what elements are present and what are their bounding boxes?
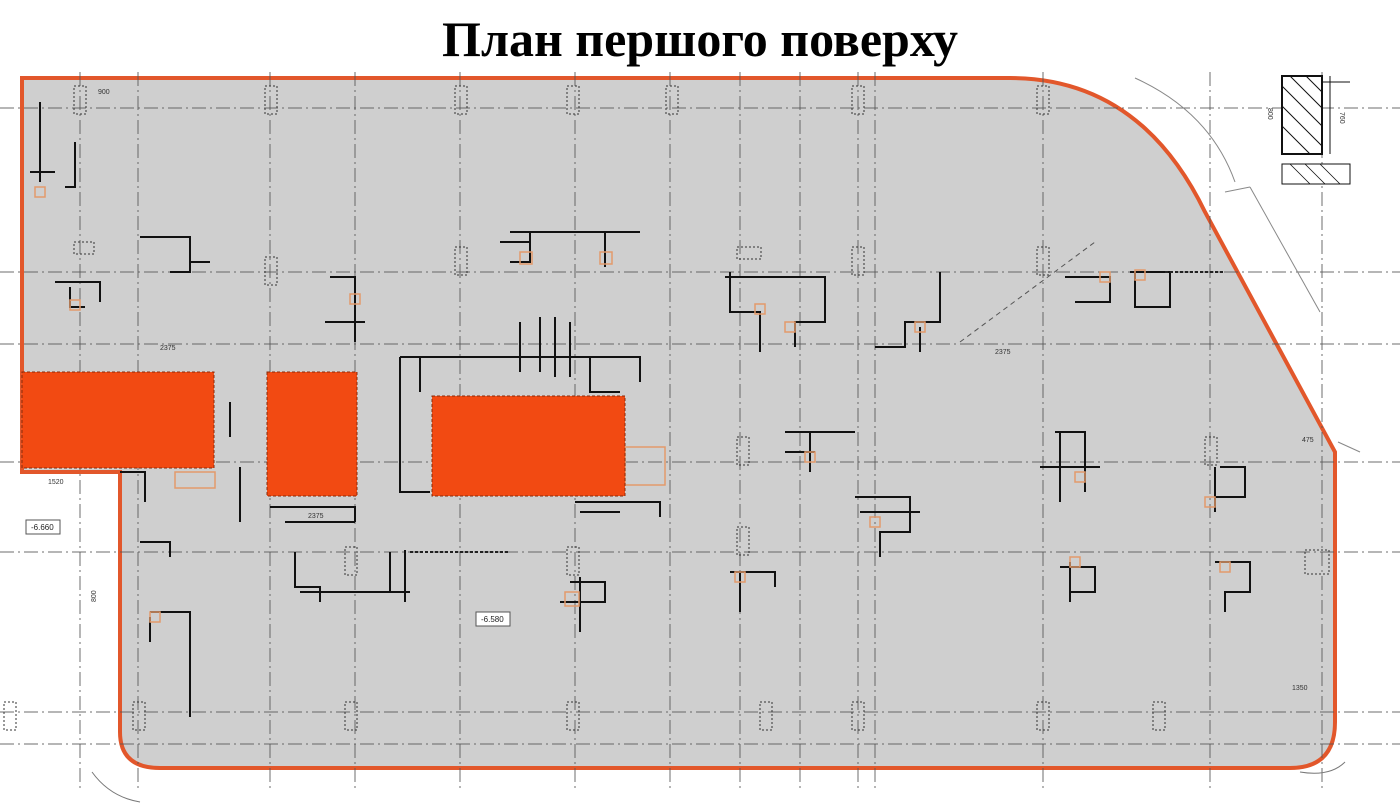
dim-corner-right: 760 (1338, 112, 1345, 124)
wall-section-detail (1281, 75, 1351, 185)
floor-plan-drawing: 900 2375 1520 2375 2375 475 1350 800 800… (0, 72, 1400, 803)
dim-top-left: 900 (98, 89, 110, 96)
dim-right-mid: 2375 (995, 349, 1011, 356)
svg-text:-6.660: -6.660 (31, 523, 54, 532)
column-markers (3, 85, 1330, 731)
opening-middle (267, 372, 357, 496)
level-mark-center: -6.580 (475, 611, 511, 627)
level-mark-left: -6.660 (25, 519, 61, 535)
dim-right-edge: 475 (1302, 437, 1314, 444)
dim-left-span: 2375 (160, 345, 176, 352)
dim-bottom-right: 1350 (1292, 685, 1308, 692)
page-title: План першого поверху (442, 11, 958, 67)
opening-blocks (22, 372, 625, 496)
slab-outline (20, 76, 1337, 770)
opening-left (22, 372, 214, 468)
diagonal-dimension (959, 241, 1096, 343)
dim-corner-top: 800 (1266, 108, 1273, 120)
dim-left-vertical: 800 (91, 590, 98, 602)
dim-center-bottom: 2375 (308, 513, 324, 520)
svg-text:-6.580: -6.580 (481, 615, 504, 624)
opening-center (432, 396, 625, 496)
outside-area (0, 474, 118, 774)
dim-left-bottom: 1520 (48, 479, 64, 486)
